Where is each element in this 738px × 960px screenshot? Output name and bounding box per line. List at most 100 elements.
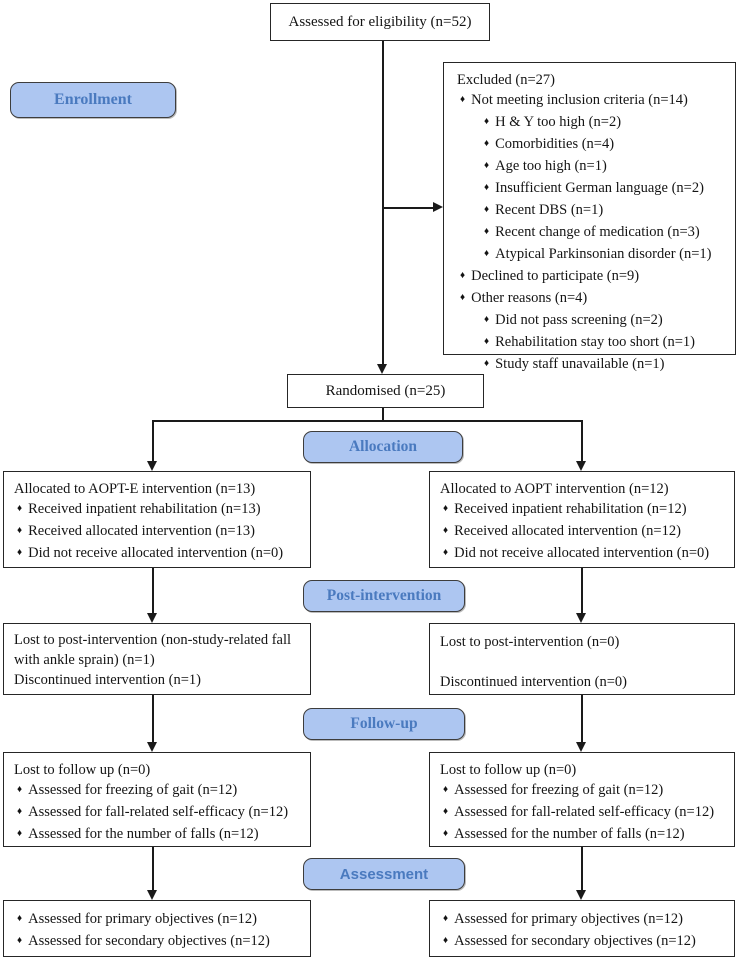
excluded-item: ♦Insufficient German language (n=2)	[457, 178, 727, 200]
allocation-right-item-text: Received inpatient rehabilitation (n=12)	[454, 501, 687, 517]
arrow-down-icon	[147, 742, 157, 752]
allocation-left-item: ♦ Received allocated intervention (n=13)	[14, 521, 302, 543]
stage-label-assessment: Assessment	[303, 858, 465, 890]
followup-left-box: Lost to follow up (n=0) ♦ Assessed for fr…	[3, 752, 311, 847]
connector-line	[382, 408, 384, 421]
excluded-item-text: Age too high (n=1)	[495, 158, 607, 174]
excluded-item-text: Recent DBS (n=1)	[495, 202, 604, 218]
bullet-icon: ♦	[484, 314, 490, 325]
connector-line	[581, 568, 583, 613]
assessment-left-item: ♦ Assessed for primary objectives (n=12)	[14, 909, 302, 931]
eligibility-box: Assessed for eligibility (n=52)	[270, 3, 490, 41]
randomised-box: Randomised (n=25)	[287, 374, 484, 408]
followup-right-box: Lost to follow up (n=0) ♦Assessed for fr…	[429, 752, 735, 847]
assessment-left-item-text: Assessed for primary objectives (n=12)	[28, 911, 257, 927]
bullet-icon: ♦	[17, 525, 23, 536]
bullet-icon: ♦	[443, 525, 449, 536]
followup-right-item-text: Assessed for freezing of gait (n=12)	[454, 782, 664, 798]
excluded-item: ♦ Age too high (n=1)	[457, 156, 727, 178]
excluded-item: ♦Recent change of medication (n=3)	[457, 222, 727, 244]
connector-line	[382, 41, 384, 364]
assessment-left-box: ♦Assessed for primary objectives (n=12) …	[3, 900, 311, 957]
allocation-left-item: ♦Did not receive allocated intervention …	[14, 543, 302, 565]
bullet-icon: ♦	[17, 806, 23, 817]
allocation-right-item: ♦ Did not receive allocated intervention …	[440, 543, 726, 565]
eligibility-text: Assessed for eligibility (n=52)	[288, 14, 472, 30]
excluded-item-text: Atypical Parkinsonian disorder (n=1)	[495, 246, 712, 262]
bullet-icon: ♦	[460, 94, 466, 105]
excluded-item-text: H & Y too high (n=2)	[495, 114, 622, 130]
excluded-item: ♦H & Y too high (n=2)	[457, 112, 727, 134]
bullet-icon: ♦	[443, 547, 449, 558]
excluded-item: ♦ Not meeting inclusion criteria (n=14)	[457, 90, 727, 112]
excluded-item: ♦ Rehabilitation stay too short (n=1)	[457, 332, 727, 354]
connector-line	[383, 207, 434, 209]
post-right-line2: Discontinued intervention (n=0)	[440, 674, 627, 690]
assessment-right-item: ♦Assessed for primary objectives (n=12)	[440, 909, 726, 931]
excluded-item: ♦ Did not pass screening (n=2)	[457, 310, 727, 332]
followup-right-item: ♦ Assessed for the number of falls (n=12)	[440, 824, 726, 846]
connector-line	[581, 420, 583, 462]
excluded-item-text: Study staff unavailable (n=1)	[495, 356, 665, 372]
arrow-down-icon	[377, 364, 387, 374]
arrow-down-icon	[147, 613, 157, 623]
stage-label-enrollment: Enrollment	[10, 82, 176, 118]
followup-left-title: Lost to follow up (n=0)	[14, 762, 151, 778]
allocation-left-item-text: Received inpatient rehabilitation (n=13)	[28, 501, 261, 517]
bullet-icon: ♦	[17, 503, 23, 514]
arrow-down-icon	[147, 461, 157, 471]
bullet-icon: ♦	[484, 248, 490, 259]
stage-label-follow-up: Follow-up	[303, 708, 465, 740]
bullet-icon: ♦	[443, 913, 449, 924]
arrow-down-icon	[576, 613, 586, 623]
followup-left-item: ♦Assessed for fall-related self-efficacy…	[14, 802, 302, 824]
bullet-icon: ♦	[443, 503, 449, 514]
excluded-item-text: Comorbidities (n=4)	[495, 136, 615, 152]
bullet-icon: ♦	[17, 547, 23, 558]
excluded-title: Excluded (n=27)	[457, 72, 555, 88]
arrow-down-icon	[576, 742, 586, 752]
bullet-icon: ♦	[443, 828, 449, 839]
allocation-right-title: Allocated to AOPT intervention (n=12)	[440, 481, 669, 497]
bullet-icon: ♦	[17, 784, 23, 795]
excluded-item: ♦Comorbidities (n=4)	[457, 134, 727, 156]
excluded-box: Excluded (n=27) ♦ Not meeting inclusion c…	[443, 62, 736, 372]
arrow-down-icon	[576, 890, 586, 900]
excluded-item: ♦ Declined to participate (n=9)	[457, 266, 727, 288]
excluded-item: ♦Other reasons (n=4)	[457, 288, 727, 310]
bullet-icon: ♦	[460, 270, 466, 281]
bullet-icon: ♦	[484, 336, 490, 347]
followup-left-item: ♦Assessed for the number of falls (n=12)	[14, 824, 302, 846]
excluded-item-text: Declined to participate (n=9)	[471, 268, 640, 284]
bullet-icon: ♦	[443, 935, 449, 946]
allocation-left-title: Allocated to AOPT-E intervention (n=13)	[14, 481, 256, 497]
followup-left-item-text: Assessed for freezing of gait (n=12)	[28, 782, 238, 798]
arrow-right-icon	[433, 202, 443, 212]
excluded-item-text: Not meeting inclusion criteria (n=14)	[471, 92, 688, 108]
allocation-left-item: ♦ Received inpatient rehabilitation (n=13…	[14, 499, 302, 521]
allocation-right-item-text: Did not receive allocated intervention (…	[454, 545, 710, 561]
connector-line	[152, 420, 154, 462]
connector-line	[581, 847, 583, 890]
assessment-left-item-text: Assessed for secondary objectives (n=12)	[28, 933, 270, 949]
followup-right-item: ♦Assessed for freezing of gait (n=12)	[440, 780, 726, 802]
bullet-icon: ♦	[17, 913, 23, 924]
stage-label-allocation: Allocation	[303, 431, 463, 463]
excluded-item-text: Did not pass screening (n=2)	[495, 312, 663, 328]
stage-label-post-intervention: Post-intervention	[303, 580, 465, 612]
excluded-item-text: Rehabilitation stay too short (n=1)	[495, 334, 695, 350]
bullet-icon: ♦	[443, 806, 449, 817]
connector-line	[152, 695, 154, 742]
allocation-left-box: Allocated to AOPT-E intervention (n=13) …	[3, 471, 311, 568]
bullet-icon: ♦	[484, 160, 490, 171]
assessment-right-item-text: Assessed for secondary objectives (n=12)	[454, 933, 696, 949]
randomised-text: Randomised (n=25)	[325, 383, 446, 399]
connector-line	[581, 695, 583, 742]
allocation-left-item-text: Received allocated intervention (n=13)	[28, 523, 255, 539]
bullet-icon: ♦	[460, 292, 466, 303]
bullet-icon: ♦	[17, 828, 23, 839]
followup-right-item-text: Assessed for the number of falls (n=12)	[454, 826, 685, 842]
bullet-icon: ♦	[17, 935, 23, 946]
excluded-item-text: Recent change of medication (n=3)	[495, 224, 700, 240]
